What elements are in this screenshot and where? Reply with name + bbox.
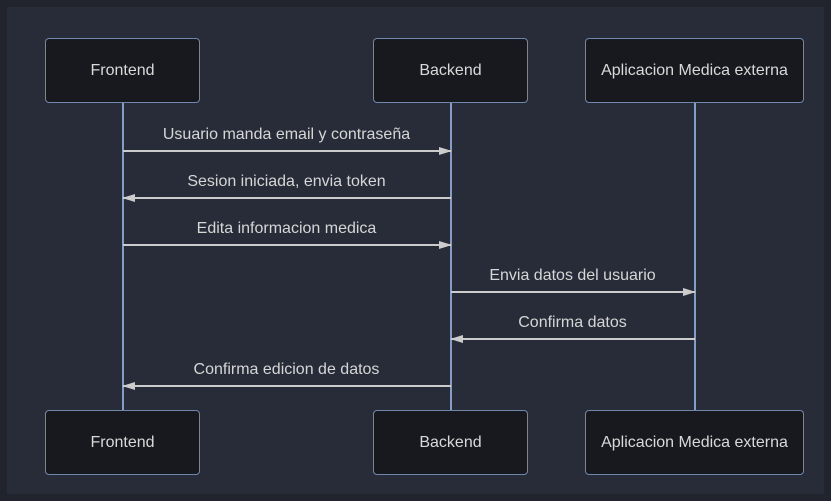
message-arrow-line — [450, 287, 696, 296]
message-label: Edita informacion medica — [196, 220, 377, 237]
actor-frontend-top: Frontend — [45, 38, 200, 103]
message-usuario-manda-email: Usuario manda email y contraseña — [122, 126, 452, 155]
message-label: Confirma datos — [518, 314, 627, 331]
message-sesion-iniciada: Sesion iniciada, envia token — [121, 173, 451, 202]
actor-aplicacion-medica-externa-top: Aplicacion Medica externa — [585, 38, 804, 103]
message-arrow-line — [121, 381, 451, 390]
message-arrow-line — [122, 240, 452, 249]
actor-backend-label: Backend — [419, 61, 482, 79]
arrowhead-left-icon — [121, 381, 135, 390]
actor-backend-bottom: Backend — [373, 410, 528, 475]
message-confirma-edicion: Confirma edicion de datos — [121, 361, 451, 390]
message-label: Usuario manda email y contraseña — [162, 126, 411, 143]
message-edita-informacion: Edita informacion medica — [122, 220, 452, 249]
actor-aplicacion-medica-externa-label: Aplicacion Medica externa — [601, 61, 788, 79]
message-arrow-line — [449, 334, 695, 343]
message-label: Confirma edicion de datos — [193, 361, 380, 378]
message-label: Envia datos del usuario — [489, 267, 656, 284]
actor-aplicacion-medica-externa-label: Aplicacion Medica externa — [601, 433, 788, 451]
actor-frontend-bottom: Frontend — [45, 410, 200, 475]
arrowhead-right-icon — [438, 146, 452, 155]
message-envia-datos-usuario: Envia datos del usuario — [450, 267, 696, 296]
lifeline-frontend — [121, 103, 124, 410]
arrowhead-right-icon — [438, 240, 452, 249]
lifeline-backend — [449, 103, 452, 410]
actor-frontend-label: Frontend — [90, 433, 155, 451]
actor-backend-top: Backend — [373, 38, 528, 103]
actor-frontend-label: Frontend — [90, 61, 155, 79]
lifeline-aplicacion-medica-externa — [693, 103, 696, 410]
message-arrow-line — [121, 193, 451, 202]
message-label: Sesion iniciada, envia token — [187, 173, 386, 190]
diagram-surface: Frontend Backend Aplicacion Medica exter… — [7, 7, 824, 494]
arrowhead-left-icon — [121, 193, 135, 202]
arrowhead-right-icon — [682, 287, 696, 296]
actor-backend-label: Backend — [419, 433, 482, 451]
message-arrow-line — [122, 146, 452, 155]
actor-aplicacion-medica-externa-bottom: Aplicacion Medica externa — [585, 410, 804, 475]
message-confirma-datos: Confirma datos — [449, 314, 695, 343]
arrowhead-left-icon — [449, 334, 463, 343]
